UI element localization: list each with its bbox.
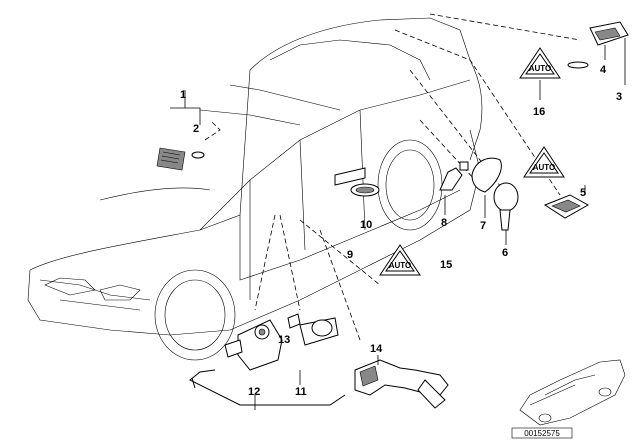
bulb-socket-part [439,161,469,215]
callout-2: 2 [193,123,199,135]
callout-13: 13 [278,334,290,346]
warning-triangle-15: AUTO [379,244,421,276]
callout-7: 7 [480,220,486,232]
interior-light-part [156,90,205,171]
lens-part [493,182,519,245]
warning-triangle-16: AUTO [519,47,561,100]
svg-text:AUTO: AUTO [529,64,552,73]
callout-5: 5 [580,187,586,199]
callout-6: 6 [502,247,508,259]
thumbnail-car-icon [513,352,626,430]
svg-text:AUTO: AUTO [533,163,556,172]
callout-10: 10 [360,219,372,231]
callout-9: 9 [347,249,353,261]
lamp-cover-part [471,157,502,218]
car-outline [27,17,483,361]
callout-15: 15 [440,259,452,271]
lamp-assembly-part [189,313,346,410]
plate-light-part [543,185,590,219]
doc-id-box: 00152575 [511,427,573,439]
door-lamp-part [334,167,380,197]
callout-labels: 1 2 3 4 5 6 7 8 9 10 11 12 13 14 15 16 [180,64,622,398]
trunk-light-part [567,21,629,85]
callout-11: 11 [295,386,307,398]
cable-bracket-part [354,355,449,409]
svg-text:AUTO: AUTO [389,261,412,270]
callout-12: 12 [248,386,260,398]
callout-14: 14 [370,343,383,355]
callout-16: 16 [533,106,545,118]
leader-lines [204,13,581,341]
callout-1: 1 [180,89,186,101]
warning-triangle-5: AUTO [523,146,565,178]
svg-text:00152575: 00152575 [524,429,560,438]
callout-3: 3 [616,91,622,103]
callout-8: 8 [441,217,447,229]
callout-4: 4 [600,64,607,76]
